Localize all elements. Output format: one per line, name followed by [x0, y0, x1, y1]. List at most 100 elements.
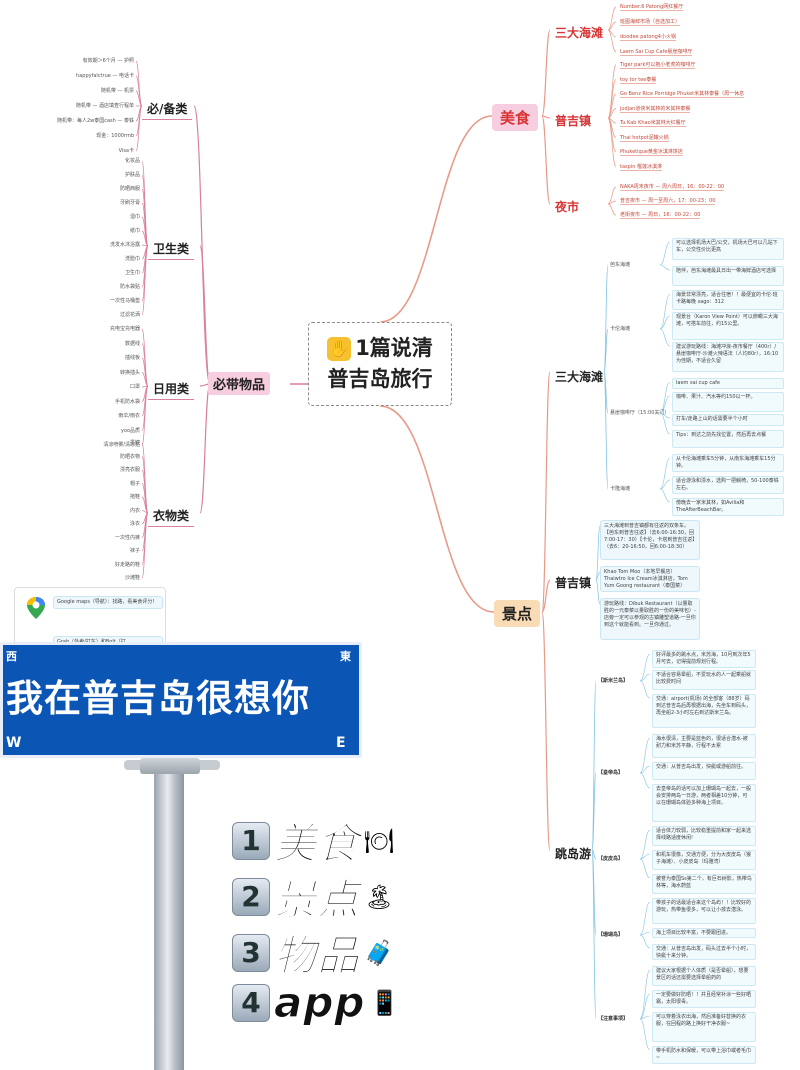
food-group-1[interactable]: 普吉镇	[555, 114, 592, 128]
beach-box-3-2: 傍晚去一家米其林，如Avilia和TheAfterBeachBar。	[672, 498, 784, 516]
island-row-4[interactable]: 【注意事项】	[598, 1016, 629, 1022]
left-item-0-2: 随机带 — 机票	[100, 88, 134, 94]
left-item-3-0: 墨镜	[129, 440, 140, 446]
left-item-1-8: 卫生巾	[124, 270, 140, 276]
left-item-3-6: 泳衣	[129, 521, 140, 527]
branch-line	[659, 241, 671, 266]
island-row-0[interactable]: 【斯米兰岛】	[598, 678, 629, 684]
branch-line	[141, 230, 149, 247]
menu-number-badge: 1	[232, 821, 270, 860]
food-item-1-1: toy tor tee泰餐	[620, 76, 657, 84]
left-item-3-5: 内衣	[129, 507, 140, 514]
branch-line	[639, 1015, 651, 1020]
node-food[interactable]: 美食	[492, 104, 539, 131]
branch-line	[199, 245, 211, 385]
node-sights[interactable]: 景点	[494, 600, 541, 627]
island-row-3[interactable]: 【珊瑚岛】	[598, 932, 624, 938]
island-box-4-1: 一定要做好防晒！！并且经常补涂一些好晒霜，太阳很毒。	[652, 990, 756, 1008]
sights-beaches[interactable]: 三大海滩	[555, 370, 604, 384]
menu-label: 美食	[273, 819, 361, 869]
branch-line	[595, 579, 601, 605]
sign-pole	[154, 762, 184, 1070]
left-item-1-3: 牙刷牙膏	[119, 200, 140, 206]
branch-line	[659, 315, 671, 330]
menu-number-badge: 3	[232, 933, 270, 972]
category-1[interactable]: 卫生类	[148, 238, 195, 260]
branch-line	[607, 186, 617, 205]
app-list-card: Google maps（导航）：找路，看美食评分！ Grab（外卖/打车）和Bo…	[14, 587, 166, 649]
thumbs-up-icon: ✋	[327, 336, 352, 361]
food-group-0[interactable]: 三大海滩	[555, 26, 604, 40]
branch-line	[141, 512, 149, 579]
food-item-1-4: Tu Kab Khao米其林大红餐厅	[620, 120, 686, 127]
branch-line	[135, 90, 143, 107]
left-item-0-3: 随机带 — 酒店填查行程单	[75, 103, 134, 109]
left-item-1-2: 防晒西服	[119, 186, 140, 192]
menu-emoji-icon: 🏝	[364, 882, 395, 911]
island-row-2[interactable]: 【皮皮岛】	[598, 856, 624, 862]
branch-line	[607, 108, 617, 119]
island-box-0-0: 好评最多的跳水点，米苏海，10月到次年5月可去，记得提前规划行程。	[652, 650, 756, 668]
left-item-3-3: 帽子	[129, 480, 140, 487]
branch-line	[591, 849, 597, 936]
app-google-maps: Google maps（导航）：找路，看美食评分！	[53, 596, 163, 609]
beach-row-1[interactable]: 卡伦海滩	[610, 326, 631, 332]
beach-box-2-0: laem sai cup cafe	[672, 378, 784, 389]
beach-row-2[interactable]: 悬崖咖啡厅（15:00关门）	[610, 410, 670, 416]
left-item-3-8: 袜子	[129, 548, 140, 554]
center-node[interactable]: ✋ 1篇说清 普吉岛旅行	[308, 322, 452, 406]
category-3[interactable]: 衣物类	[148, 505, 195, 527]
branch-line	[541, 115, 551, 119]
left-item-2-6: 雨伞/雨衣	[118, 413, 140, 419]
town-box-0: 三大海滩到普吉镇都有往返的双条车。【芭东到普吉往返】（去6:00-16:30，回…	[600, 520, 700, 560]
beach-row-0[interactable]: 芭东海滩	[610, 262, 631, 268]
food-item-2-0: NAKA周末夜市 — 周六周日，16：00-22：00	[620, 184, 725, 191]
branch-line	[659, 488, 671, 503]
town-box-2: 游玩路线：Dibuk Restaurant（以量取胜的一元泰菜以量取胜的一份的美…	[600, 598, 700, 640]
branch-line	[639, 858, 651, 879]
menu-label: 景点	[273, 875, 361, 925]
branch-line	[541, 579, 551, 613]
branch-line	[639, 737, 651, 774]
island-box-3-2: 交通：从普吉岛出发，码头过去半个小时，快艇十来分钟。	[652, 944, 756, 960]
food-item-1-0: Tiger park可以抱小老虎的咖啡厅	[620, 62, 696, 69]
left-item-3-10: 沙滩鞋	[124, 575, 140, 581]
left-item-3-4: 拖鞋	[129, 494, 140, 500]
island-box-4-0: 建议大家根据个人体质（是否晕船），想要景区的话还需要选择晕船药的	[652, 966, 756, 986]
island-row-1[interactable]: 【皇帝岛】	[598, 770, 624, 776]
food-group-2[interactable]: 夜市	[555, 200, 580, 214]
branch-line	[659, 412, 671, 435]
category-2[interactable]: 日用类	[148, 378, 195, 400]
left-item-2-8: 清凉喷雾/清凉贴	[103, 442, 140, 448]
branch-line	[199, 383, 211, 514]
sign-clamp	[140, 758, 200, 774]
street-sign	[0, 642, 362, 758]
food-item-1-3: judjan道侠米其林的米其林泰餐	[620, 105, 691, 113]
food-item-0-1: 班图海鲜市场（自选加工）	[620, 19, 681, 26]
center-title-line1: 1篇说清	[355, 336, 433, 360]
node-essentials[interactable]: 必带物品	[208, 372, 271, 395]
branch-line	[639, 931, 651, 936]
sights-island[interactable]: 跳岛游	[555, 847, 592, 861]
branch-line	[639, 993, 651, 1020]
branch-line	[639, 673, 651, 682]
left-item-3-7: 一次性内裤	[114, 534, 140, 541]
category-0[interactable]: 必/备类	[142, 98, 193, 120]
island-box-0-1: 不适合容易晕船，不爱玩水的人一起乘船就比较费时间	[652, 670, 756, 690]
island-box-1-0: 海水很清，主要是蓝色的，很适合潜水-被耐力和米苏平静，行程不太累	[652, 734, 756, 758]
sign-east-char: 東	[340, 650, 351, 663]
left-item-1-1: 护肤品	[124, 172, 140, 178]
branch-line	[659, 264, 671, 271]
left-item-1-10: 一次性马桶垫	[109, 298, 140, 304]
beach-row-3[interactable]: 卡隆海滩	[610, 486, 631, 492]
food-item-1-5: Thai hotpot泥罐火锅	[620, 134, 669, 142]
sights-town[interactable]: 普吉镇	[555, 576, 592, 590]
branch-line	[639, 934, 651, 949]
beach-box-2-1: 咖啡、果汁、汽水等约150以一杯。	[672, 392, 784, 412]
left-item-2-2: 插线板	[124, 355, 140, 361]
